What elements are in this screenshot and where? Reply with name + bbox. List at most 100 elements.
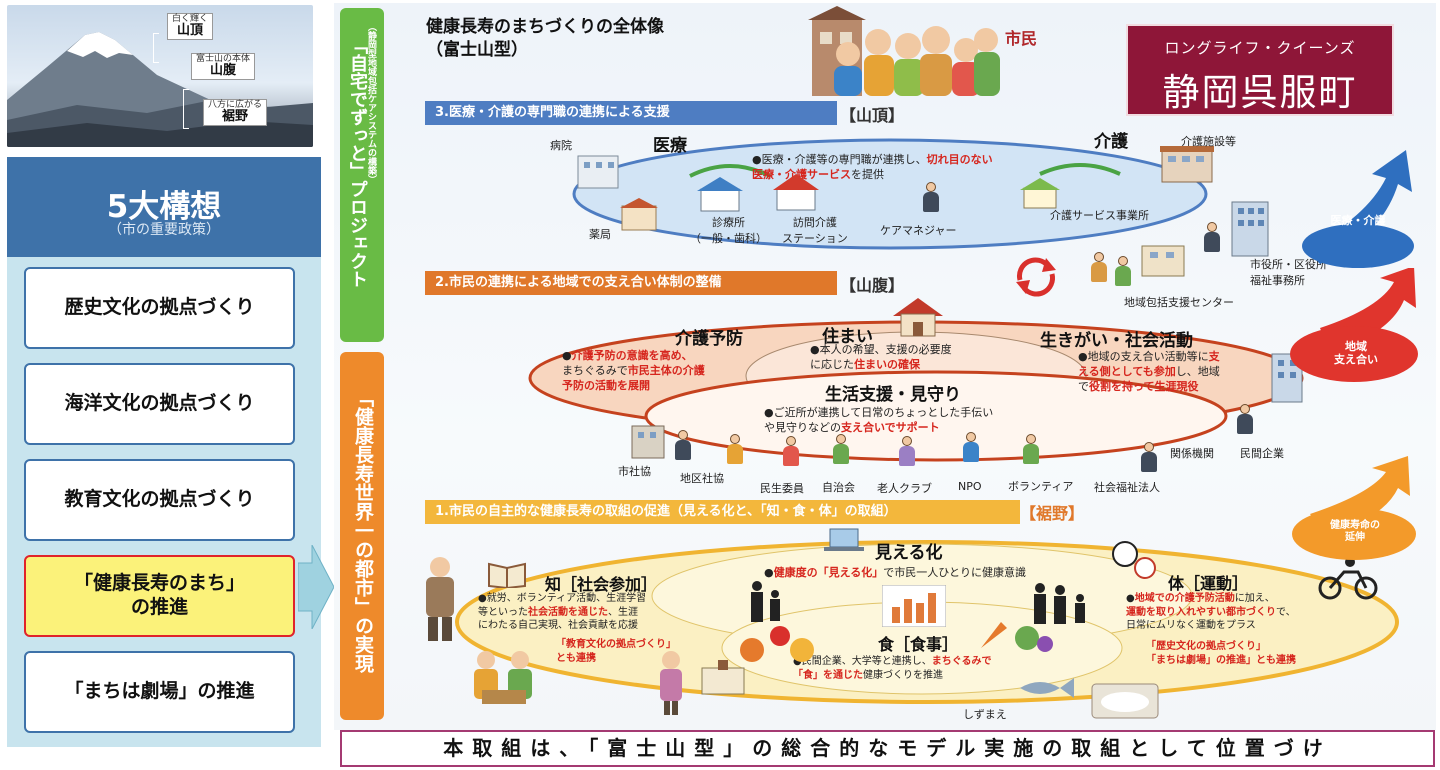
footer-statement: 本取組は、「富士山型」の総合的なモデル実施の取組として位置づけ (340, 730, 1435, 767)
laptop-icon (824, 528, 864, 551)
care-manager-label: ケアマネジャー (880, 224, 957, 237)
care-heading: 介護 (1094, 132, 1128, 152)
book-icon (488, 562, 526, 588)
knowledge-description: ●就労、ボランティア活動、生涯学習 等といった社会活動を通じた、生涯 にわたる自… (478, 593, 647, 631)
hillside-tag: 富士山の本体山腹 (191, 53, 256, 81)
brand-subtitle: ロングライフ・クイーンズ (1164, 39, 1356, 57)
support-center-icon (1141, 245, 1185, 277)
hillside-tag-label: 【山腹】 (840, 276, 905, 295)
family-silhouette-icon (751, 581, 780, 622)
policy-item: 「まちは劇場」の推進 (24, 651, 295, 733)
fish-icon (1020, 678, 1074, 698)
daily-support-heading: 生活支援・見守り (825, 385, 961, 405)
policy-title: 5大構想 (106, 189, 222, 225)
care-prevention-heading: 介護予防 (675, 329, 743, 349)
person-icon (832, 434, 850, 464)
actor-label: 市社協 (618, 465, 651, 478)
summit-description: ●医療・介護等の専門職が連携し、切れ目のない 医療・介護サービスを提供 (752, 153, 993, 181)
support-staff-icon (1090, 252, 1108, 282)
diet-heading: 食［食事］ (878, 635, 959, 654)
hospital-label: 病院 (550, 139, 572, 152)
social-welfare-council-icon (631, 425, 665, 459)
citizens-label: 市民 (1005, 29, 1038, 48)
actor-label: 老人クラブ (877, 482, 932, 495)
policy-item: 教育文化の拠点づくり (24, 459, 295, 541)
summit-band: 3.医療・介護の専門職の連携による支援 (425, 101, 837, 125)
actor-label: NPO (958, 480, 982, 493)
actor-label: 関係機関 (1170, 447, 1214, 460)
housing-heading: 住まい (822, 327, 873, 347)
brand-title: 静岡呉服町 (1162, 71, 1358, 114)
medical-care-arrow (1302, 150, 1414, 268)
daily-support-description: ●ご近所が連携して日常のちょっとした手伝い や見守りなどの支え合いでサポート (764, 406, 994, 434)
knowledge-heading: 知［社会参加］ (545, 575, 658, 594)
cycle-arrows-icon (1016, 257, 1056, 297)
foothill-ellipses (455, 540, 1399, 704)
person-icon (1140, 442, 1158, 472)
actor-label: 社会福祉法人 (1094, 481, 1160, 494)
city-staff-icon (1203, 222, 1221, 252)
exercise-heading: 体［運動］ (1168, 574, 1249, 593)
hillside-band: 2.市民の連携による地域での支え合い体制の整備 (425, 271, 837, 295)
family-silhouette-icon (1034, 583, 1085, 624)
purpose-in-life-heading: 生きがい・社会活動 (1040, 331, 1193, 351)
exercise-link: 「歴史文化の拠点づくり」「まちは劇場」の推進」とも連携 (1146, 641, 1296, 666)
care-system-note: （静岡型地域包括ケアシステムの構築） (366, 22, 376, 184)
policy-header: 5大構想 （市の重要政策） (7, 157, 321, 257)
person-icon (962, 432, 980, 462)
care-prevention-description: ●介護予防の意識を高め、 まちぐるみで市民主体の介護 予防の活動を展開 (562, 349, 705, 392)
arrow-label: 健康寿命の 延伸 (1330, 520, 1380, 543)
pharmacy-icon (620, 198, 658, 231)
bracket-line (183, 89, 189, 129)
home-project-title: 「自宅でずっと」プロジェクト (347, 36, 368, 288)
arrow-label: 地域 支え合い (1334, 340, 1378, 367)
healthy-life-expectancy-arrow (1292, 456, 1416, 560)
bar-chart-icon (882, 585, 946, 627)
hospital-icon (577, 155, 619, 189)
actor-label: 民間企業 (1240, 447, 1284, 460)
whitebait-dish-icon (1091, 683, 1159, 719)
house-icon (893, 298, 943, 337)
clinic-label: 診療所 （一般・歯科） (690, 216, 767, 245)
summit-ellipse (572, 138, 1208, 250)
pharmacy-label: 薬局 (589, 228, 611, 241)
city-office-icon (1231, 201, 1269, 257)
person-icon (726, 434, 744, 464)
mount-fuji-illustration (7, 32, 313, 147)
foothill-band: 1.市民の自主的な健康長寿の取組の促進（見える化と、「知・食・体」の取組） (425, 500, 1020, 524)
visiting-care-station-icon (773, 174, 819, 211)
summit-tag: 白く輝く山頂 (167, 13, 214, 41)
care-office-icon (1020, 178, 1060, 209)
actor-label: 地区社協 (680, 472, 724, 485)
visiting-care-station-label: 訪問介護 ステーション (782, 216, 848, 245)
policy-item: 海洋文化の拠点づくり (24, 363, 295, 445)
care-facility-icon (1160, 146, 1214, 183)
person-icon (1236, 404, 1254, 434)
home-project-bar: （静岡型地域包括ケアシステムの構築） 「自宅でずっと」プロジェクト (340, 8, 384, 342)
vegetables-icon (981, 622, 1053, 652)
policy-item: 歴史文化の拠点づくり (24, 267, 295, 349)
clinic-icon (697, 177, 743, 212)
actor-label: ボランティア (1008, 480, 1074, 493)
longevity-city-bar: 「健康長寿世界一の都市」の実現 (340, 352, 384, 720)
purpose-in-life-description: ●地域の支え合い活動等に支 える側としても参加し、地域 で役割を持って生涯現役 (1078, 350, 1220, 393)
community-support-arrow (1290, 268, 1418, 382)
visualization-heading: 見える化 (875, 543, 943, 563)
visualization-description: ●健康度の「見える化」で市民一人ひとりに健康意識 (764, 566, 1026, 579)
arrow-label: 医療・介護 (1330, 214, 1386, 227)
actor-label: 自治会 (822, 481, 855, 494)
housing-description: ●本人の希望、支援の必要度 に応じた住まいの確保 (810, 343, 952, 371)
fuji-photo: 白く輝く山頂 富士山の本体山腹 八方に広がる裾野 (7, 5, 313, 147)
foothill-tag-label: 【裾野】 (1020, 504, 1085, 523)
vegetables-icon (740, 626, 814, 662)
actor-label: 民生委員 (760, 482, 804, 495)
school-icon (701, 660, 745, 695)
person-icon (1022, 434, 1040, 464)
bracket-line (153, 33, 159, 63)
care-facility-label: 介護施設等 (1181, 135, 1236, 148)
person-icon (898, 436, 916, 466)
foothill-tag: 八方に広がる裾野 (203, 99, 268, 127)
brand-logo: ロングライフ・クイーンズ 静岡呉服町 (1126, 24, 1394, 116)
care-office-label: 介護サービス事業所 (1050, 209, 1149, 222)
policy-subtitle: （市の重要政策） (108, 222, 220, 238)
